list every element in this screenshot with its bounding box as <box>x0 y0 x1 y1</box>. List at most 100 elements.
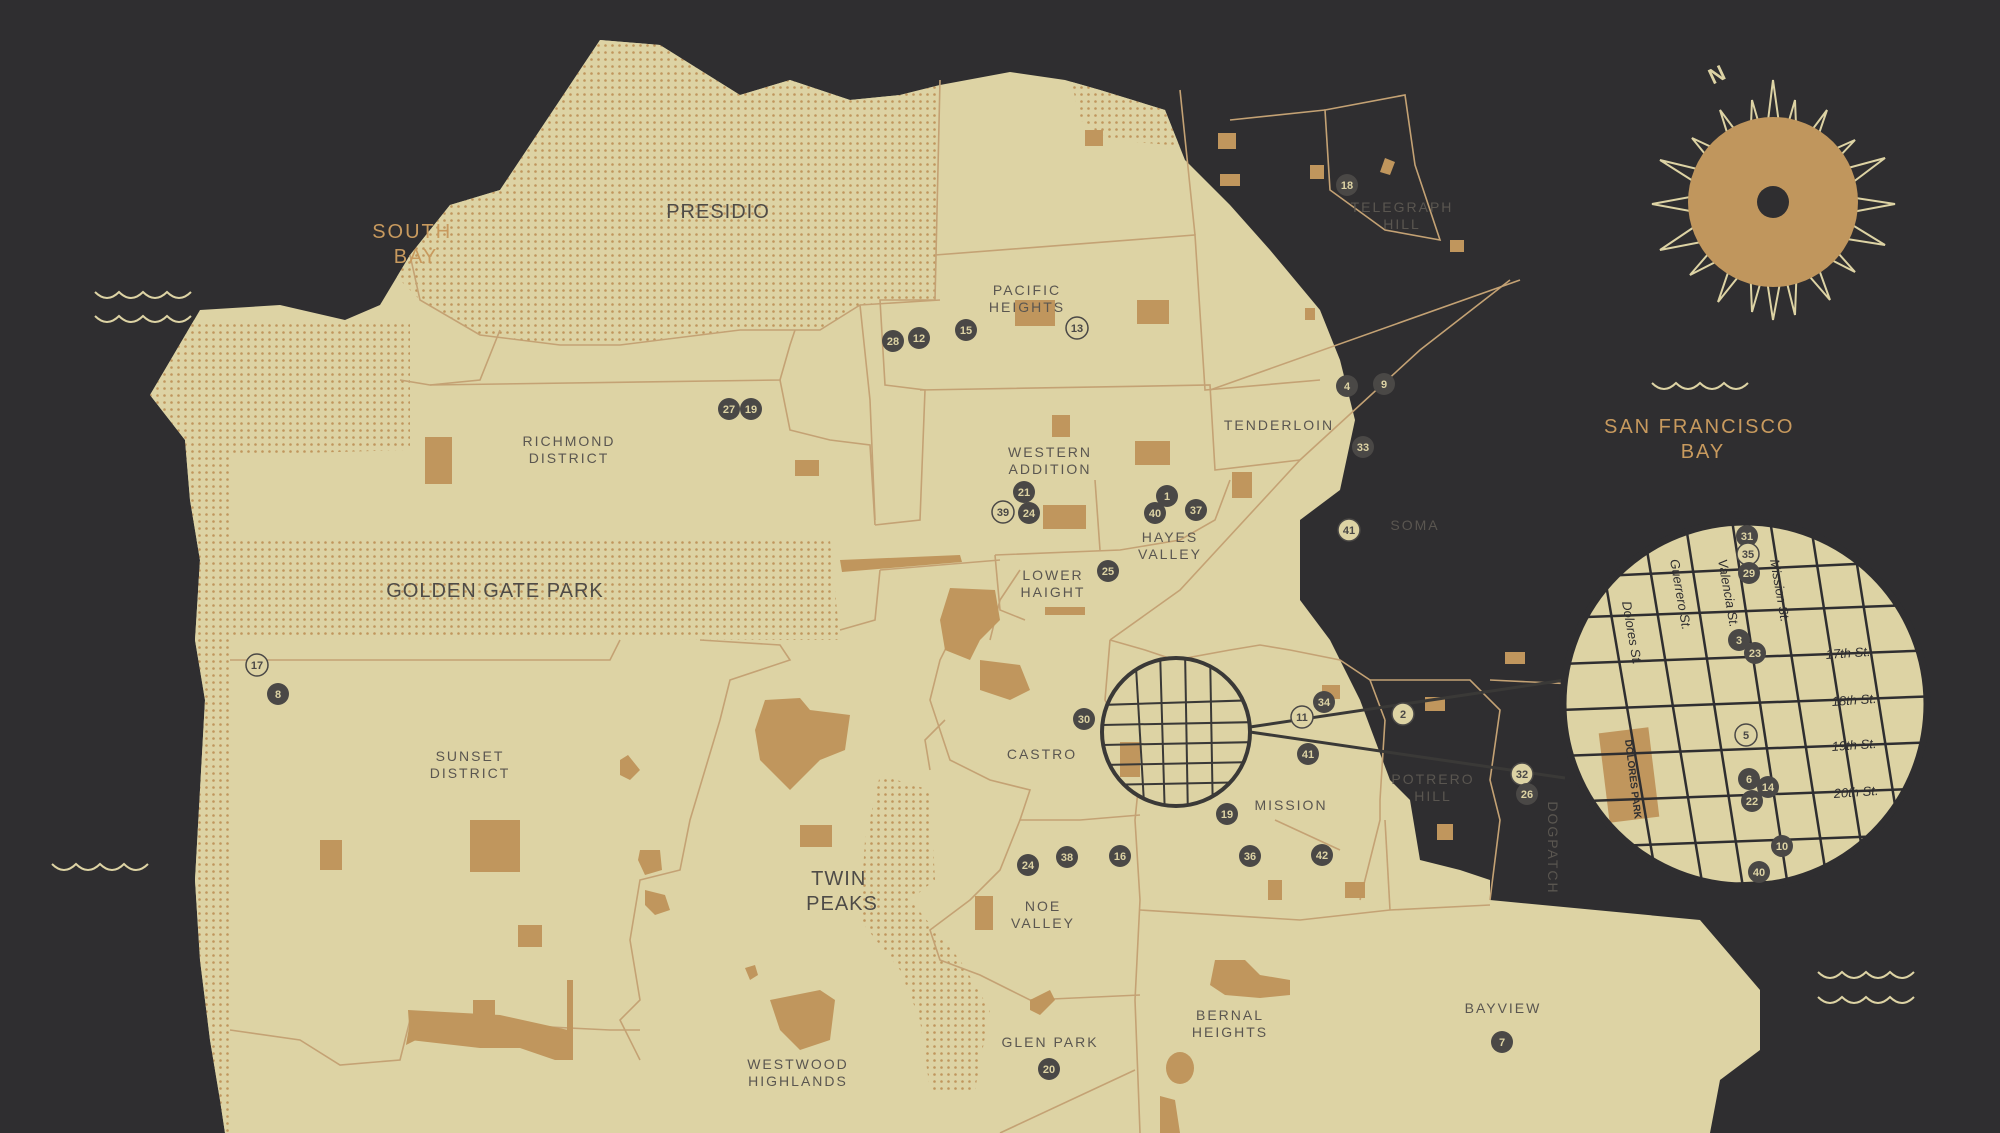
marker-dot[interactable] <box>1239 845 1261 867</box>
marker-dot[interactable] <box>1741 790 1763 812</box>
marker-36[interactable]: 36 <box>1239 845 1261 867</box>
marker-25[interactable]: 25 <box>1097 560 1119 582</box>
marker-dot[interactable] <box>1185 499 1207 521</box>
marker-dot[interactable] <box>1757 776 1779 798</box>
marker-dot[interactable] <box>1336 174 1358 196</box>
marker-2[interactable]: 2 <box>1391 702 1415 726</box>
marker-label: 22 <box>1746 796 1758 808</box>
marker-dot[interactable] <box>1013 481 1035 503</box>
marker-dot[interactable] <box>1391 702 1415 726</box>
marker-dot[interactable] <box>1065 316 1089 340</box>
marker-19[interactable]: 19 <box>740 398 762 420</box>
marker-dot[interactable] <box>1736 525 1758 547</box>
marker-37[interactable]: 37 <box>1185 499 1207 521</box>
marker-41[interactable]: 41 <box>1297 743 1319 765</box>
marker-26[interactable]: 26 <box>1516 783 1538 805</box>
marker-35[interactable]: 35 <box>1736 542 1760 566</box>
marker-dot[interactable] <box>1109 845 1131 867</box>
street-label-19th: 19th St. <box>1831 736 1877 754</box>
marker-8[interactable]: 8 <box>267 683 289 705</box>
marker-dot[interactable] <box>1516 783 1538 805</box>
marker-dot[interactable] <box>1056 846 1078 868</box>
marker-dot[interactable] <box>1748 861 1770 883</box>
marker-dot[interactable] <box>267 683 289 705</box>
marker-42[interactable]: 42 <box>1311 844 1333 866</box>
marker-24[interactable]: 24 <box>1017 854 1039 876</box>
marker-label: 8 <box>275 689 281 701</box>
marker-dot[interactable] <box>740 398 762 420</box>
marker-dot[interactable] <box>1097 560 1119 582</box>
marker-label: 29 <box>1743 568 1755 580</box>
marker-32[interactable]: 32 <box>1510 762 1534 786</box>
marker-39[interactable]: 39 <box>991 500 1015 524</box>
label-glen-park: GLEN PARK <box>1001 1034 1098 1050</box>
marker-31[interactable]: 31 <box>1736 525 1758 547</box>
marker-dot[interactable] <box>1336 375 1358 397</box>
marker-29[interactable]: 29 <box>1738 562 1760 584</box>
marker-dot[interactable] <box>1156 485 1178 507</box>
marker-40[interactable]: 40 <box>1144 502 1166 524</box>
marker-30[interactable]: 30 <box>1073 708 1095 730</box>
marker-40[interactable]: 40 <box>1748 861 1770 883</box>
marker-17[interactable]: 17 <box>245 653 269 677</box>
marker-20[interactable]: 20 <box>1038 1058 1060 1080</box>
marker-dot[interactable] <box>1744 642 1766 664</box>
marker-dot[interactable] <box>245 653 269 677</box>
marker-15[interactable]: 15 <box>955 319 977 341</box>
marker-dot[interactable] <box>1017 854 1039 876</box>
marker-dot[interactable] <box>1491 1031 1513 1053</box>
marker-dot[interactable] <box>1738 562 1760 584</box>
marker-14[interactable]: 14 <box>1757 776 1779 798</box>
marker-1[interactable]: 1 <box>1156 485 1178 507</box>
marker-dot[interactable] <box>1144 502 1166 524</box>
marker-41[interactable]: 41 <box>1337 518 1361 542</box>
marker-dot[interactable] <box>1290 705 1314 729</box>
marker-dot[interactable] <box>1311 844 1333 866</box>
marker-dot[interactable] <box>1728 629 1750 651</box>
marker-13[interactable]: 13 <box>1065 316 1089 340</box>
marker-label: 30 <box>1078 714 1090 726</box>
marker-4[interactable]: 4 <box>1336 375 1358 397</box>
marker-6[interactable]: 6 <box>1738 768 1760 790</box>
marker-dot[interactable] <box>1352 436 1374 458</box>
marker-dot[interactable] <box>1073 708 1095 730</box>
marker-dot[interactable] <box>955 319 977 341</box>
marker-12[interactable]: 12 <box>908 327 930 349</box>
marker-27[interactable]: 27 <box>718 398 740 420</box>
marker-19[interactable]: 19 <box>1216 803 1238 825</box>
marker-9[interactable]: 9 <box>1373 373 1395 395</box>
marker-dot[interactable] <box>1313 691 1335 713</box>
marker-dot[interactable] <box>718 398 740 420</box>
marker-dot[interactable] <box>1337 518 1361 542</box>
marker-3[interactable]: 3 <box>1728 629 1750 651</box>
marker-5[interactable]: 5 <box>1734 723 1758 747</box>
marker-dot[interactable] <box>1734 723 1758 747</box>
marker-dot[interactable] <box>882 330 904 352</box>
marker-38[interactable]: 38 <box>1056 846 1078 868</box>
marker-24[interactable]: 24 <box>1018 502 1040 524</box>
marker-33[interactable]: 33 <box>1352 436 1374 458</box>
marker-label: 27 <box>723 404 735 416</box>
marker-34[interactable]: 34 <box>1313 691 1335 713</box>
marker-dot[interactable] <box>908 327 930 349</box>
marker-18[interactable]: 18 <box>1336 174 1358 196</box>
marker-22[interactable]: 22 <box>1741 790 1763 812</box>
marker-dot[interactable] <box>1216 803 1238 825</box>
marker-dot[interactable] <box>1297 743 1319 765</box>
marker-dot[interactable] <box>1373 373 1395 395</box>
marker-10[interactable]: 10 <box>1771 835 1793 857</box>
marker-23[interactable]: 23 <box>1744 642 1766 664</box>
marker-dot[interactable] <box>1038 1058 1060 1080</box>
marker-dot[interactable] <box>1771 835 1793 857</box>
marker-dot[interactable] <box>1738 768 1760 790</box>
marker-label: 7 <box>1499 1037 1505 1049</box>
marker-dot[interactable] <box>1018 502 1040 524</box>
marker-7[interactable]: 7 <box>1491 1031 1513 1053</box>
marker-dot[interactable] <box>991 500 1015 524</box>
marker-16[interactable]: 16 <box>1109 845 1131 867</box>
marker-11[interactable]: 11 <box>1290 705 1314 729</box>
marker-21[interactable]: 21 <box>1013 481 1035 503</box>
marker-label: 40 <box>1753 867 1765 879</box>
marker-28[interactable]: 28 <box>882 330 904 352</box>
